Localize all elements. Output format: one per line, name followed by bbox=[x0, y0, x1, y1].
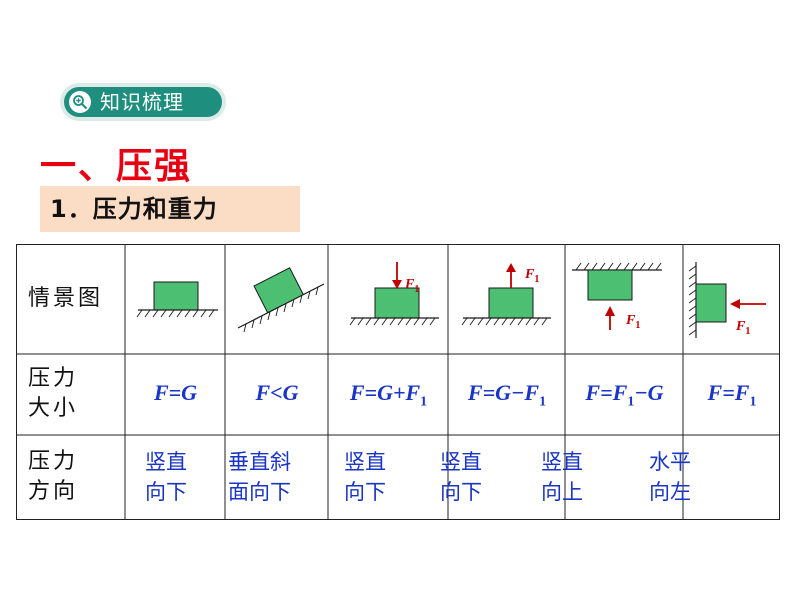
subtitle-text: 1．压力和重力 bbox=[50, 195, 218, 223]
subtitle-banner: 1．压力和重力 bbox=[40, 186, 300, 232]
incline-hatching bbox=[243, 286, 319, 333]
force-label-letter: F bbox=[735, 319, 746, 334]
direction-col-4: 竖直向下 bbox=[440, 450, 482, 504]
direction-col-2: 垂直斜面向下 bbox=[228, 450, 291, 504]
force-label-sub: 1 bbox=[414, 284, 419, 295]
row-label-direction: 压力 方向 bbox=[28, 447, 78, 507]
figure-block-on-incline bbox=[237, 267, 325, 333]
force-label: F1 bbox=[735, 319, 750, 337]
formula-col-6: F=F1 bbox=[707, 380, 757, 410]
floor-hatching bbox=[461, 317, 548, 326]
formula-col-4: F=G−F1 bbox=[467, 380, 547, 410]
force-label: F1 bbox=[625, 313, 640, 331]
direction-col-6: 水平向左 bbox=[649, 450, 691, 504]
green-block bbox=[695, 283, 727, 323]
figure-block-pressed-to-wall: F1 bbox=[688, 262, 766, 338]
force-arrow-down-icon bbox=[392, 262, 402, 289]
formula-col-5: F=F1−G bbox=[585, 380, 664, 410]
force-label-sub: 1 bbox=[635, 320, 640, 331]
page-title: 一、压强 bbox=[40, 146, 193, 187]
row-label-magnitude-line1: 压力 bbox=[28, 366, 79, 391]
formula-col-3: F=G+F1 bbox=[349, 380, 428, 410]
direction-col-1: 竖直向下 bbox=[145, 450, 187, 504]
row-label-magnitude: 压力 大小 bbox=[28, 364, 78, 424]
row-label-direction-line1: 压力 bbox=[28, 449, 79, 474]
force-label: F1 bbox=[404, 277, 419, 295]
floor-hatching bbox=[349, 317, 436, 326]
formula-col-1: F=G bbox=[153, 380, 198, 405]
force-label: F1 bbox=[524, 267, 539, 285]
figure-block-pushed-down: F1 bbox=[349, 262, 439, 326]
green-block bbox=[587, 269, 633, 301]
figure-block-on-floor bbox=[136, 281, 218, 318]
floor-hatching bbox=[136, 309, 215, 318]
green-block bbox=[488, 287, 534, 319]
row-label-magnitude-line2: 大小 bbox=[28, 396, 79, 421]
pressure-table: 情景图 压力 大小 压力 方向 bbox=[16, 244, 780, 520]
force-label-letter: F bbox=[625, 313, 636, 328]
force-label-letter: F bbox=[404, 277, 415, 292]
section-badge-body: 知识梳理 bbox=[64, 87, 222, 117]
table-grid-lines bbox=[16, 244, 780, 520]
green-block bbox=[153, 281, 199, 311]
row-label-scene: 情景图 bbox=[28, 286, 104, 311]
force-label-sub: 1 bbox=[745, 326, 750, 337]
force-label-letter: F bbox=[524, 267, 535, 282]
wall-hatching bbox=[688, 265, 697, 336]
green-block bbox=[374, 287, 420, 319]
direction-col-5: 竖直向上 bbox=[541, 450, 583, 504]
figure-block-pulled-up: F1 bbox=[461, 263, 551, 326]
row-label-direction-line2: 方向 bbox=[28, 479, 79, 504]
force-arrow-up-icon bbox=[605, 306, 615, 330]
ceiling-hatching bbox=[575, 262, 662, 271]
figure-block-pressed-to-ceiling: F1 bbox=[572, 262, 662, 331]
formula-col-2: F<G bbox=[255, 380, 299, 405]
green-block bbox=[253, 267, 304, 314]
section-badge: 知识梳理 bbox=[60, 83, 226, 121]
force-arrow-up-icon bbox=[506, 263, 516, 288]
magnifier-plus-icon bbox=[69, 91, 91, 113]
force-arrow-left-icon bbox=[730, 299, 766, 309]
force-label-sub: 1 bbox=[534, 274, 539, 285]
direction-col-3: 竖直向下 bbox=[344, 450, 386, 504]
section-badge-label: 知识梳理 bbox=[100, 90, 184, 114]
